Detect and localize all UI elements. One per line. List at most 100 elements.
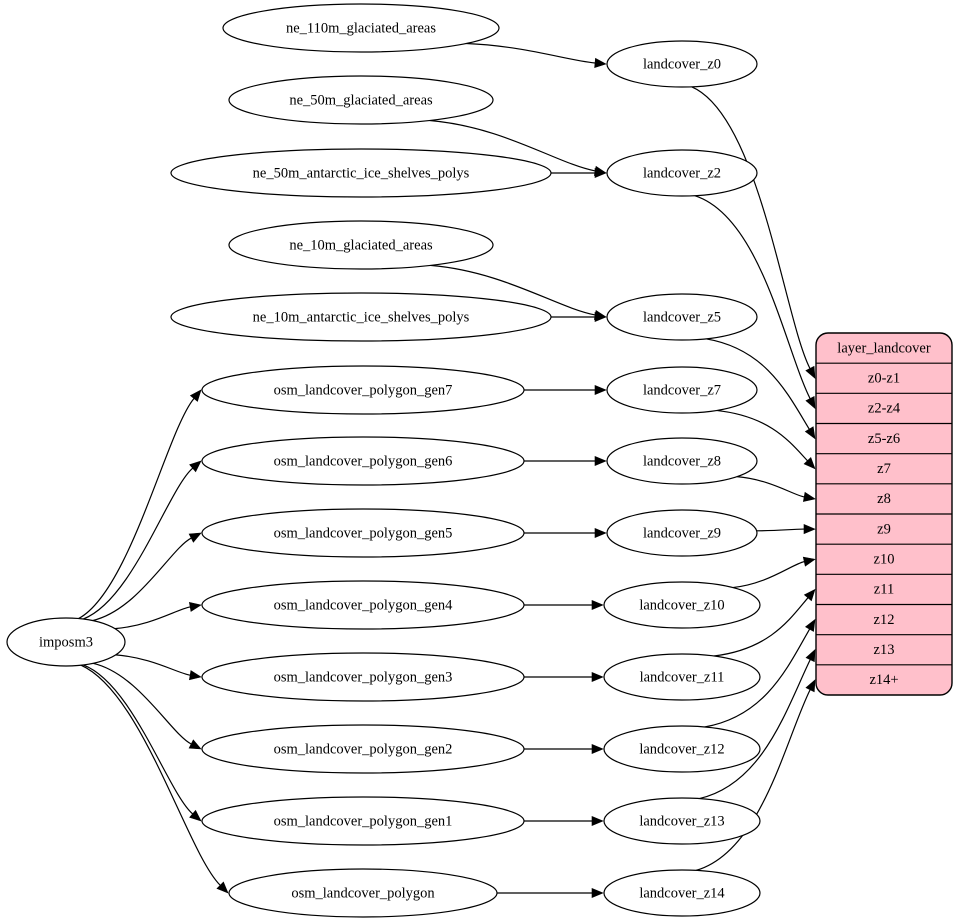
record-row-z12[interactable]: z12 bbox=[874, 612, 895, 628]
node-label: ne_10m_glaciated_areas bbox=[289, 237, 433, 253]
edge-arrowhead bbox=[804, 426, 816, 440]
node-osm_landcover_polygon_gen4[interactable]: osm_landcover_polygon_gen4 bbox=[201, 580, 525, 630]
node-ne_110m_glaciated_areas[interactable]: ne_110m_glaciated_areas bbox=[222, 3, 500, 53]
node-label: imposm3 bbox=[39, 634, 93, 650]
edge-osm_landcover_polygon_gen1-to-landcover_z13 bbox=[524, 815, 604, 827]
record-row-z8[interactable]: z8 bbox=[877, 491, 891, 507]
record-row-z10[interactable]: z10 bbox=[874, 552, 895, 568]
node-ne_50m_glaciated_areas[interactable]: ne_50m_glaciated_areas bbox=[228, 75, 494, 125]
node-osm_landcover_polygon_gen2[interactable]: osm_landcover_polygon_gen2 bbox=[201, 724, 525, 774]
node-landcover_z12[interactable]: landcover_z12 bbox=[603, 725, 761, 773]
record-row-z13[interactable]: z13 bbox=[874, 642, 895, 658]
edge-imposm3-to-osm_landcover_polygon_gen6 bbox=[82, 460, 202, 620]
edge-imposm3-to-osm_landcover_polygon bbox=[80, 664, 229, 894]
node-label: osm_landcover_polygon bbox=[291, 885, 435, 901]
node-ellipse bbox=[201, 436, 525, 486]
record-row-z2[interactable]: z2-z4 bbox=[868, 401, 901, 417]
edge-ne_10m_antarctic_ice_shelves_polys-to-landcover_z5 bbox=[551, 311, 607, 323]
record-row-z5[interactable]: z5-z6 bbox=[868, 431, 900, 447]
edge-arrowhead bbox=[189, 389, 202, 402]
node-imposm3[interactable]: imposm3 bbox=[6, 617, 126, 667]
node-ellipse bbox=[603, 581, 761, 629]
node-ne_10m_antarctic_ice_shelves_polys[interactable]: ne_10m_antarctic_ice_shelves_polys bbox=[170, 292, 552, 342]
node-label: osm_landcover_polygon_gen4 bbox=[274, 597, 454, 613]
node-osm_landcover_polygon_gen6[interactable]: osm_landcover_polygon_gen6 bbox=[201, 436, 525, 486]
record-row-z11[interactable]: z11 bbox=[874, 582, 894, 598]
edge-landcover_z7-to-layer_landcover-z7 bbox=[716, 409, 816, 470]
node-landcover_z9[interactable]: landcover_z9 bbox=[606, 509, 758, 557]
node-osm_landcover_polygon[interactable]: osm_landcover_polygon bbox=[228, 868, 498, 918]
edge-osm_landcover_polygon_gen7-to-landcover_z7 bbox=[524, 384, 607, 396]
node-osm_landcover_polygon_gen3[interactable]: osm_landcover_polygon_gen3 bbox=[201, 652, 525, 702]
nodes-layer: imposm3 ne_110m_glaciated_areas ne_50m_gla… bbox=[6, 3, 761, 918]
node-label: landcover_z14 bbox=[639, 885, 725, 901]
node-label: landcover_z13 bbox=[639, 813, 724, 829]
record-table-layer_landcover[interactable]: layer_landcoverz0-z1z2-z4z5-z6z7z8z9z10z… bbox=[815, 332, 953, 696]
node-landcover_z7[interactable]: landcover_z7 bbox=[606, 366, 758, 414]
edge-line bbox=[704, 628, 811, 728]
node-landcover_z8[interactable]: landcover_z8 bbox=[606, 437, 758, 485]
node-label: landcover_z9 bbox=[643, 525, 721, 541]
record-row-z0[interactable]: z0-z1 bbox=[868, 371, 900, 387]
edge-arrowhead bbox=[591, 815, 604, 827]
edge-arrowhead bbox=[803, 588, 816, 602]
edge-landcover_z0-to-layer_landcover-z0 bbox=[691, 86, 816, 379]
node-label: osm_landcover_polygon_gen7 bbox=[274, 382, 453, 398]
node-ellipse bbox=[228, 868, 498, 918]
edge-arrowhead bbox=[594, 167, 607, 179]
edge-imposm3-to-osm_landcover_polygon_gen1 bbox=[83, 664, 202, 822]
node-ellipse bbox=[201, 796, 525, 846]
node-label: osm_landcover_polygon_gen3 bbox=[274, 669, 453, 685]
node-landcover_z13[interactable]: landcover_z13 bbox=[603, 797, 761, 845]
node-osm_landcover_polygon_gen5[interactable]: osm_landcover_polygon_gen5 bbox=[201, 508, 525, 558]
node-landcover_z10[interactable]: landcover_z10 bbox=[603, 581, 761, 629]
node-landcover_z5[interactable]: landcover_z5 bbox=[606, 293, 758, 341]
edge-arrowhead bbox=[216, 881, 229, 894]
edge-osm_landcover_polygon_gen3-to-landcover_z11 bbox=[524, 671, 604, 683]
edge-line bbox=[695, 689, 811, 871]
node-label: landcover_z2 bbox=[643, 165, 721, 181]
edge-line bbox=[699, 659, 811, 800]
node-landcover_z14[interactable]: landcover_z14 bbox=[603, 869, 761, 917]
record-row-z7[interactable]: z7 bbox=[877, 461, 891, 477]
edge-line bbox=[691, 86, 811, 369]
edge-osm_landcover_polygon_gen2-to-landcover_z12 bbox=[523, 743, 604, 755]
node-ellipse bbox=[606, 293, 758, 341]
node-ellipse bbox=[603, 725, 761, 773]
edge-arrowhead bbox=[805, 365, 816, 379]
node-label: landcover_z12 bbox=[639, 741, 724, 757]
edge-arrowhead bbox=[188, 739, 202, 750]
node-ellipse bbox=[603, 653, 761, 701]
edge-landcover_z8-to-layer_landcover-z8 bbox=[736, 476, 816, 502]
edge-arrowhead bbox=[594, 527, 607, 539]
node-label: landcover_z0 bbox=[643, 56, 721, 72]
edge-osm_landcover_polygon_gen6-to-landcover_z8 bbox=[524, 455, 607, 467]
node-label: osm_landcover_polygon_gen5 bbox=[274, 525, 453, 541]
node-osm_landcover_polygon_gen7[interactable]: osm_landcover_polygon_gen7 bbox=[201, 365, 525, 415]
node-landcover_z0[interactable]: landcover_z0 bbox=[606, 40, 758, 88]
node-ellipse bbox=[228, 220, 494, 270]
node-ne_10m_glaciated_areas[interactable]: ne_10m_glaciated_areas bbox=[228, 220, 494, 270]
node-ne_50m_antarctic_ice_shelves_polys[interactable]: ne_50m_antarctic_ice_shelves_polys bbox=[170, 148, 552, 198]
node-osm_landcover_polygon_gen1[interactable]: osm_landcover_polygon_gen1 bbox=[201, 796, 525, 846]
edge-arrowhead bbox=[805, 649, 816, 663]
node-landcover_z11[interactable]: landcover_z11 bbox=[603, 653, 761, 701]
edge-imposm3-to-osm_landcover_polygon_gen3 bbox=[115, 654, 202, 681]
edge-line bbox=[466, 42, 596, 64]
edge-arrowhead bbox=[188, 532, 202, 543]
edge-line bbox=[92, 662, 192, 745]
edge-arrowhead bbox=[803, 524, 816, 535]
edge-arrowhead bbox=[594, 57, 607, 68]
record-row-z14[interactable]: z14+ bbox=[869, 672, 898, 688]
edge-landcover_z9-to-layer_landcover-z9 bbox=[756, 524, 816, 535]
node-ellipse bbox=[606, 149, 758, 197]
edge-ne_110m_glaciated_areas-to-landcover_z0 bbox=[466, 42, 607, 68]
node-landcover_z2[interactable]: landcover_z2 bbox=[606, 149, 758, 197]
node-label: osm_landcover_polygon_gen2 bbox=[274, 741, 453, 757]
edge-imposm3-to-osm_landcover_polygon_gen4 bbox=[114, 601, 202, 630]
record-row-z9[interactable]: z9 bbox=[877, 521, 891, 537]
edge-landcover_z13-to-layer_landcover-z13 bbox=[699, 649, 816, 800]
edge-arrowhead bbox=[591, 743, 604, 755]
node-label: ne_10m_antarctic_ice_shelves_polys bbox=[253, 309, 470, 325]
